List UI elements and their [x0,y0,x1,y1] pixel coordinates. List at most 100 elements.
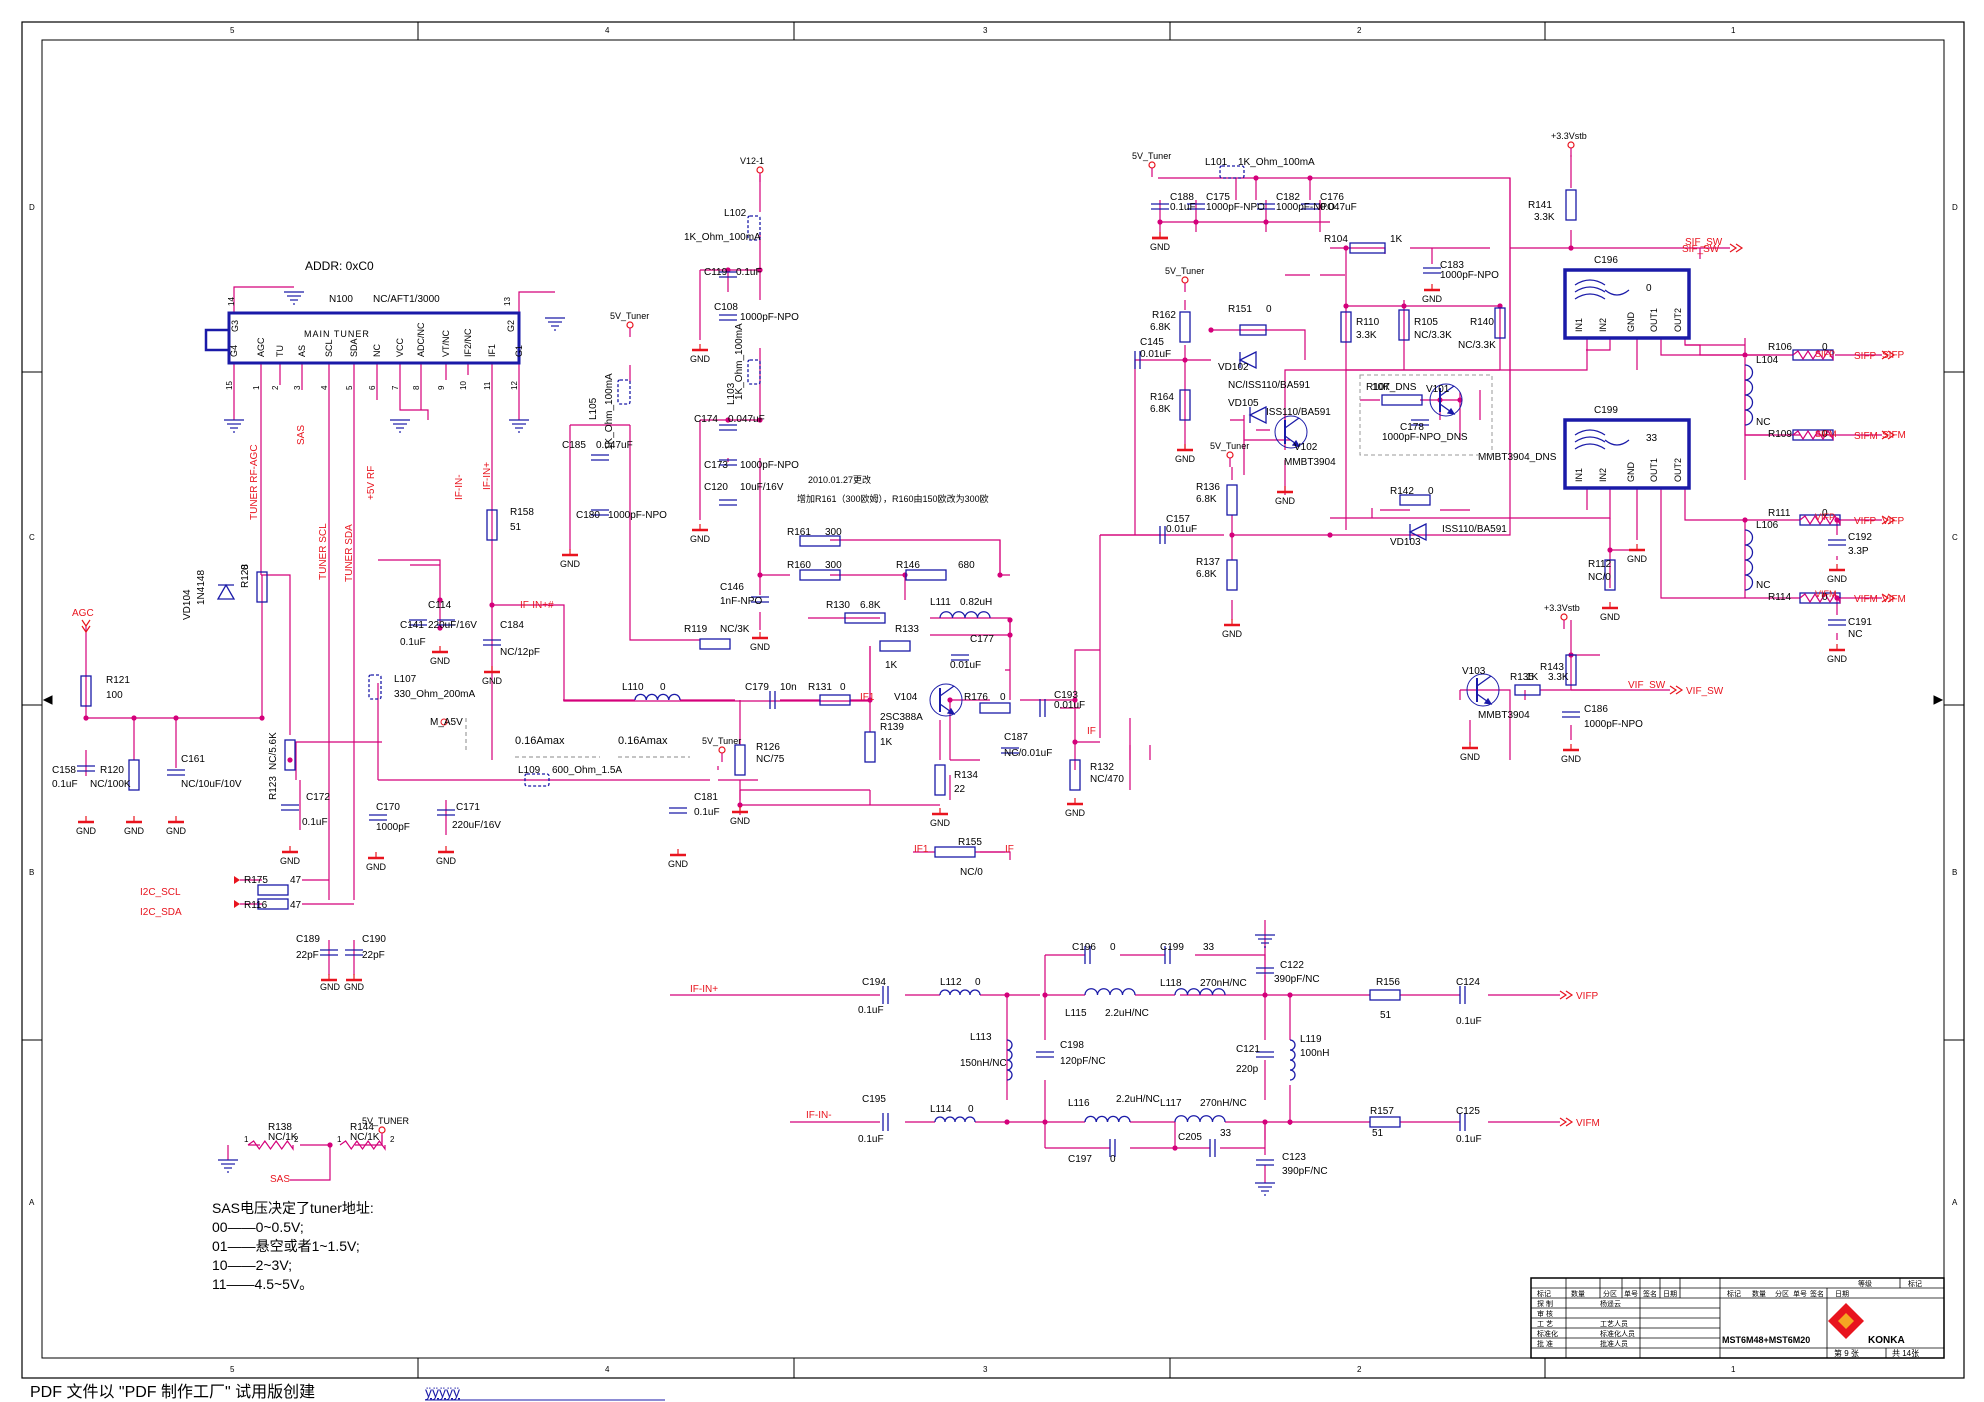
r137-val: 6.8K [1196,569,1217,580]
svg-text:日期: 日期 [1663,1290,1677,1298]
r120-ref: R120 [100,765,124,776]
v101-ref: V101 [1426,384,1450,395]
r109-ref: R109 [1768,429,1792,440]
ground-symbol: GND [1600,602,1621,622]
tuner-pin-label: ADC/NC [416,322,426,357]
ground-symbol: GND [1422,284,1443,304]
tuner-pin-label: AS [297,345,307,357]
svg-text:GND: GND [1626,312,1636,333]
c177-ref: C177 [970,634,994,645]
r176-ref: R176 [964,692,988,703]
border-col-label: 3 [983,1365,988,1374]
svg-text:IN2: IN2 [1598,468,1608,482]
l101-ref: L101 [1205,157,1228,168]
r111-ref: R111 [1768,508,1791,519]
net-label: TUNER SDA [344,524,355,582]
c141-val: 0.1uF [400,637,426,648]
tuner-g3: G3 [230,320,240,332]
svg-text:批 准: 批 准 [1537,1339,1553,1348]
border-col-label: 4 [605,26,610,35]
border-ticks [22,22,1964,1378]
c172-ref: C172 [306,792,330,803]
c119-ref: C119 [704,267,728,278]
ground-symbol: GND [1222,619,1243,639]
supply-label: 5V_Tuner [1210,441,1249,451]
svg-text:分区: 分区 [1775,1289,1789,1298]
ground-symbol: GND [430,646,451,666]
gnd-label: GND [1275,496,1296,506]
m-a5v-label: M_A5V [430,717,463,728]
l113-val: 150nH/NC [960,1058,1007,1069]
r161-val: 300 [825,527,842,538]
l114-ref: L114 [930,1104,952,1115]
outer-frame [21,21,1965,1379]
gnd-label: GND [344,982,365,992]
ground-symbol: GND [1627,544,1648,564]
border-col-label: 3 [983,26,988,35]
r156-ref: R156 [1376,977,1400,988]
sas-note-line-2: 10——2~3V; [212,1257,292,1273]
r110-val: 3.3K [1356,330,1377,341]
svg-text:共 14张: 共 14张 [1892,1349,1919,1358]
l118-val: 270nH/NC [1200,978,1247,989]
r121-ref: R121 [106,675,130,686]
junctions [83,175,1840,1151]
c205-ref: C205 [1178,1132,1202,1143]
v103-val: MMBT3904 [1478,710,1530,721]
net-port-label: SIFM [1854,431,1878,442]
ground-symbol: GND [1150,232,1171,252]
tuner-pin-label: SDA [349,338,359,357]
c195-val: 0.1uF [858,1134,884,1145]
c188-val: 0.1uF [1170,202,1196,213]
tuner-addr: ADDR: 0xC0 [305,259,374,273]
gnd-label: GND [930,818,951,828]
c205-val: 33 [1220,1128,1232,1139]
tuner-pin-number: 8 [412,385,421,390]
r104-val: 1K [1390,234,1403,245]
svg-text:日期: 日期 [1835,1290,1849,1298]
net-label: VIFP [1815,512,1835,522]
net-label: TUNER RF-AGC [249,444,260,520]
supply-label: 5V_Tuner [702,736,741,746]
ground-bars [1255,934,1275,948]
tuner-pin-label: IF1 [487,344,497,357]
net-label: SIFM [1815,429,1837,439]
v102-val: MMBT3904 [1284,457,1336,468]
ground-symbol: GND [1065,798,1086,818]
r112-ref: R112 [1588,559,1612,570]
r105-val: NC/3.3K [1414,330,1452,341]
r176-val: 0 [1000,692,1006,703]
l116-ref: L116 [1068,1098,1090,1109]
r126-val: NC/75 [756,754,785,765]
border-row-label: B [1952,868,1957,877]
gnd-label: GND [690,354,711,364]
c191-val: NC [1848,629,1862,640]
c122-val: 390pF/NC [1274,974,1320,985]
r156-val: 51 [1380,1010,1392,1021]
l106-ref: L106 [1756,520,1779,531]
ground-symbol: GND [1827,564,1848,584]
r161-ref: R161 [787,527,811,538]
tuner-pin-number: 10 [459,381,468,390]
v103-ref: V103 [1462,666,1486,677]
c198-val: 120pF/NC [1060,1056,1106,1067]
pdf-footer-link[interactable]: ÿÿÿÿÿ [425,1384,460,1400]
border-col-label: 5 [230,26,235,35]
gnd-label: GND [1460,752,1481,762]
ground-symbol: GND [124,816,145,836]
net-label: IF-IN+ [482,462,493,490]
c158-val: 0.1uF [52,779,78,790]
c124-val: 0.1uF [1456,1016,1482,1027]
c161-ref: C161 [181,754,205,765]
gnd-label: GND [1150,242,1171,252]
net-label: SAS [270,1174,290,1185]
current-arrows [465,718,690,758]
l102-ref: L102 [724,208,747,219]
c157-ref: C157 [1166,514,1190,525]
svg-text:IN1: IN1 [1574,318,1584,332]
border-row-label: A [1952,1198,1958,1207]
border-col-label: 1 [1731,26,1736,35]
c158-ref: C158 [52,765,76,776]
r158-val: 51 [510,522,522,533]
ground-symbol: GND [436,846,457,866]
